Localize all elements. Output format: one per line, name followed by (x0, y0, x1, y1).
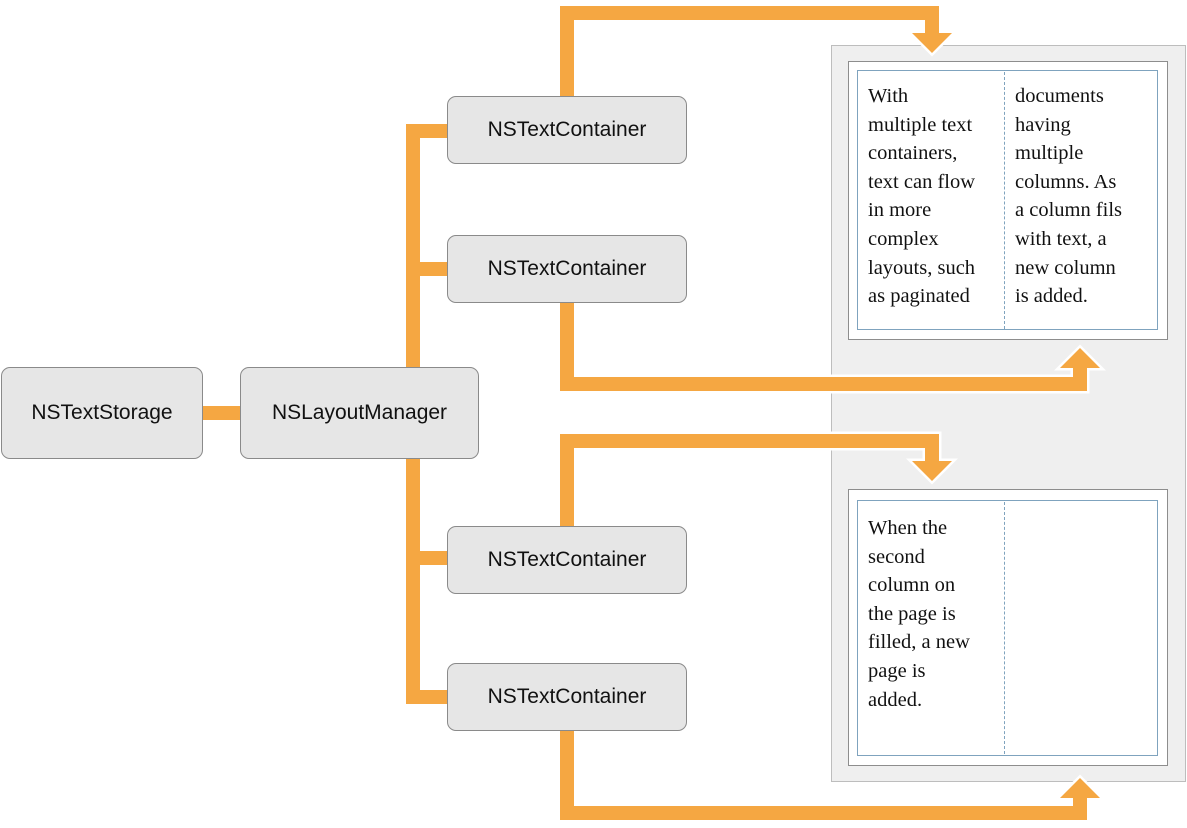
text-container-node-1: NSTextContainer (447, 96, 687, 164)
arrowhead-down-page-1 (912, 33, 952, 53)
page-1: With multiple text containers, text can … (848, 61, 1168, 340)
container-4-to-page-2-connector (560, 731, 1087, 820)
page-2-column-1-text: When the second column on the page is fi… (868, 517, 970, 711)
text-container-node-3: NSTextContainer (447, 526, 687, 594)
arrowhead-up-page-1 (1060, 348, 1100, 368)
page-1-text-area (857, 70, 1158, 330)
container-2-to-page-1-connector (560, 303, 1087, 391)
connector-lines (203, 6, 1087, 820)
page-1-column-1-text: With multiple text containers, text can … (868, 85, 976, 308)
connector-arrowheads (912, 33, 1100, 798)
page-2: When the second column on the page is fi… (848, 489, 1168, 766)
layout-to-containers-bottom-connector (406, 459, 447, 704)
layout-manager-node: NSLayoutManager (240, 367, 479, 459)
text-container-node-4: NSTextContainer (447, 663, 687, 731)
arrowhead-up-page-2 (1060, 778, 1100, 798)
container-1-to-page-1-connector (560, 6, 939, 96)
page-1-column-divider (1004, 72, 1005, 329)
page-2-column-divider (1004, 502, 1005, 754)
layout-to-containers-top-connector (406, 124, 447, 368)
page-1-column-2-text: documents having multiple columns. As a … (1015, 85, 1123, 308)
text-container-node-2: NSTextContainer (447, 235, 687, 303)
arrowhead-down-page-2 (912, 461, 952, 481)
text-storage-node: NSTextStorage (1, 367, 203, 459)
page-2-text-area (857, 500, 1158, 756)
container-3-to-page-2-connector (560, 434, 939, 526)
